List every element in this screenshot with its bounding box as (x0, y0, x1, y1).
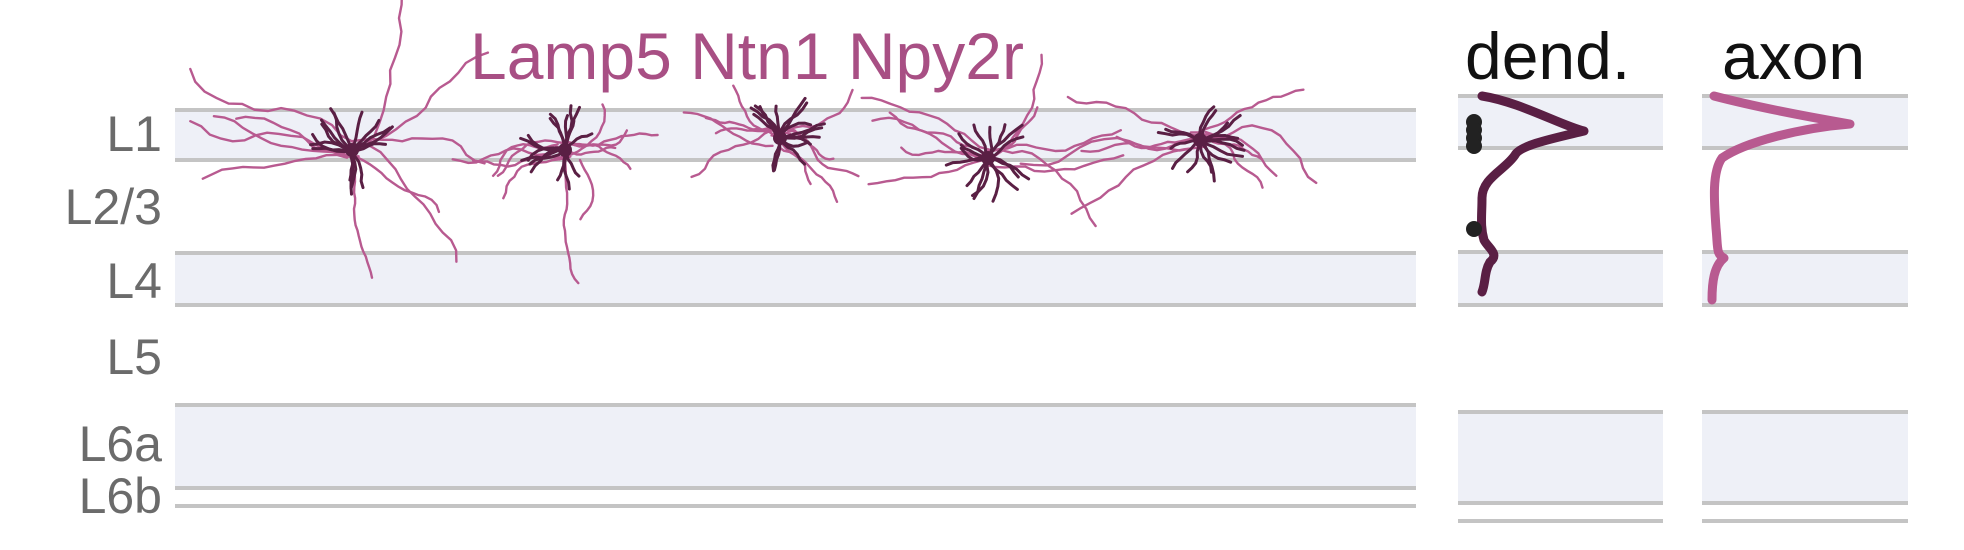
neuron-reconstruction (451, 103, 659, 285)
soma (558, 143, 572, 157)
axon-panel-title: axon (1722, 19, 1866, 93)
axon-branch (1201, 88, 1305, 132)
axon-branch (732, 84, 787, 138)
layer-band (1702, 252, 1908, 305)
layer-label-l6b: L6b (78, 468, 162, 524)
cell-type-title: Lamp5 Ntn1 Npy2r (470, 19, 1024, 93)
axon-branch (867, 156, 993, 186)
axon-depth-profile (1707, 91, 1855, 305)
axon-branch (573, 132, 659, 147)
neuron-reconstructions (189, 0, 1318, 285)
layer-label-l5: L5 (106, 329, 162, 385)
axon-branch (860, 96, 991, 151)
dendrite-branch (778, 101, 809, 140)
soma (1193, 133, 1207, 147)
axon-branch (578, 158, 595, 221)
axon-branch (1189, 131, 1278, 177)
axon-branch (562, 158, 580, 285)
axon-branch (350, 158, 374, 279)
dendrite-branch (1198, 138, 1244, 158)
soma (345, 143, 359, 157)
axon-branch (496, 139, 571, 177)
depth-profiles (1466, 91, 1855, 305)
axon-branch (352, 0, 403, 155)
layer-label-l6a: L6a (78, 416, 162, 472)
axon-branch (1019, 136, 1194, 167)
dendrite-branch (526, 133, 567, 152)
layer-band (175, 405, 1416, 488)
dendrite-branch (1198, 138, 1216, 183)
axon-branch (777, 146, 839, 203)
soma (981, 151, 995, 165)
axon-branch (201, 153, 349, 180)
axon-branch (189, 120, 349, 154)
axon-branch (1066, 95, 1201, 137)
layer-label-l2-3: L2/3 (64, 179, 162, 235)
dendrite-branch (971, 156, 990, 197)
layer-band (175, 253, 1416, 305)
axon-branch (212, 115, 355, 161)
dendrite-branch (986, 156, 1019, 191)
neuron-reconstruction (189, 0, 490, 279)
layer-label-l1: L1 (106, 106, 162, 162)
soma-depth-marker (1466, 221, 1482, 237)
soma (773, 131, 787, 145)
axon-branch (355, 156, 441, 214)
axon-branch (682, 111, 774, 148)
layer-band (1702, 412, 1908, 503)
axon-branch (986, 129, 1122, 153)
axon-branch (502, 155, 572, 200)
layer-band (1458, 412, 1663, 503)
axon-branch (350, 137, 486, 165)
dendrite-depth-profile (1477, 91, 1589, 297)
neuron-reconstruction (1019, 88, 1318, 215)
axon-branch (358, 142, 458, 263)
dendrite-branch (350, 125, 394, 152)
dendrite-branch (1198, 138, 1246, 152)
layer-bands (175, 94, 1908, 523)
dendrite-branch (986, 156, 1031, 181)
dendrite-panel-title: dend. (1465, 19, 1631, 93)
axon-branch (776, 88, 854, 135)
axon-branch (189, 67, 354, 143)
dendrite-branch (329, 107, 354, 152)
soma-depth-marker (1466, 138, 1482, 154)
layer-label-l4: L4 (106, 253, 162, 309)
neuron-reconstruction (682, 84, 860, 203)
